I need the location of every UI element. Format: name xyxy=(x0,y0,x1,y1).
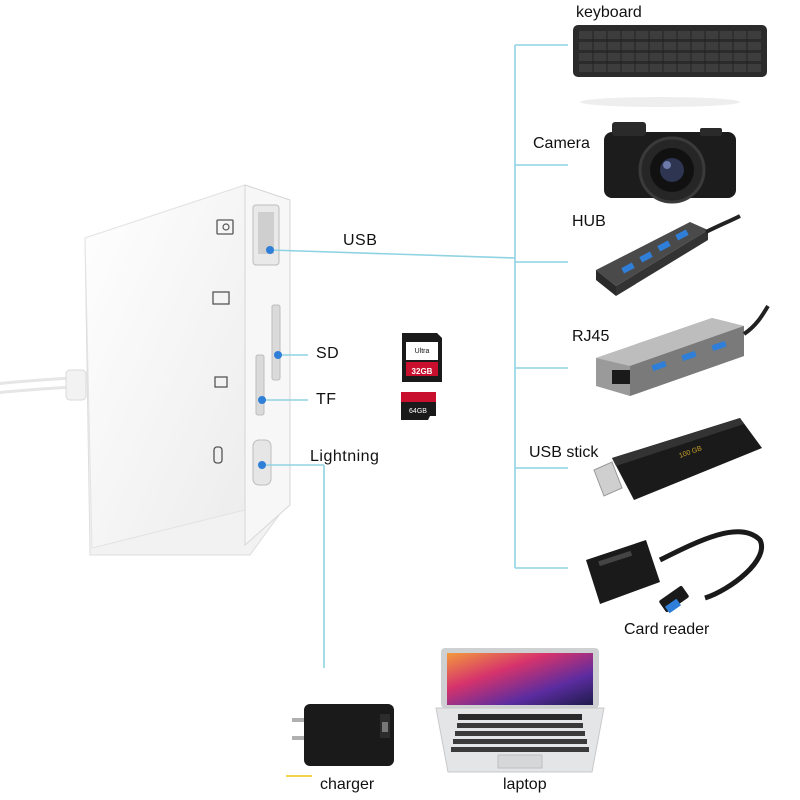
svg-text:32GB: 32GB xyxy=(412,367,433,376)
usb-port-label: USB xyxy=(343,232,378,249)
usb-stick-label: USB stick xyxy=(529,444,599,461)
keyboard-label: keyboard xyxy=(576,4,642,21)
lightning-port-icon xyxy=(213,446,223,464)
adapter-body xyxy=(84,184,291,556)
hub-image xyxy=(596,214,741,296)
charger-label: charger xyxy=(320,776,375,793)
usb-line xyxy=(269,249,516,259)
tf-port-icon xyxy=(214,376,228,388)
sd-port-label: SD xyxy=(316,345,340,362)
tf-card: 64GB xyxy=(401,392,436,420)
lightning-port-label: Lightning xyxy=(310,448,380,465)
tf-slot xyxy=(255,354,265,416)
usb-port-icon xyxy=(216,219,234,235)
svg-text:Ultra: Ultra xyxy=(415,348,430,355)
laptop-label: laptop xyxy=(503,776,547,793)
sd-port-icon xyxy=(212,291,230,305)
usb-stick-image: 100 GB xyxy=(593,418,762,500)
card-reader-label: Card reader xyxy=(624,621,710,638)
laptop-image xyxy=(435,648,605,773)
rj45-image xyxy=(596,304,770,396)
card-reader-image xyxy=(586,529,765,614)
hub-label: HUB xyxy=(572,213,606,230)
tf-port-label: TF xyxy=(316,391,337,408)
connector-lines xyxy=(258,44,568,668)
rj45-label: RJ45 xyxy=(572,328,610,345)
sd-card: 32GB Ultra xyxy=(402,333,442,382)
adapter-cable xyxy=(0,369,87,401)
keyboard-image xyxy=(573,25,767,107)
charger-image xyxy=(292,704,394,766)
camera-label: Camera xyxy=(533,135,590,152)
camera-image xyxy=(604,122,736,204)
sd-slot xyxy=(271,304,281,381)
svg-text:64GB: 64GB xyxy=(409,408,427,415)
